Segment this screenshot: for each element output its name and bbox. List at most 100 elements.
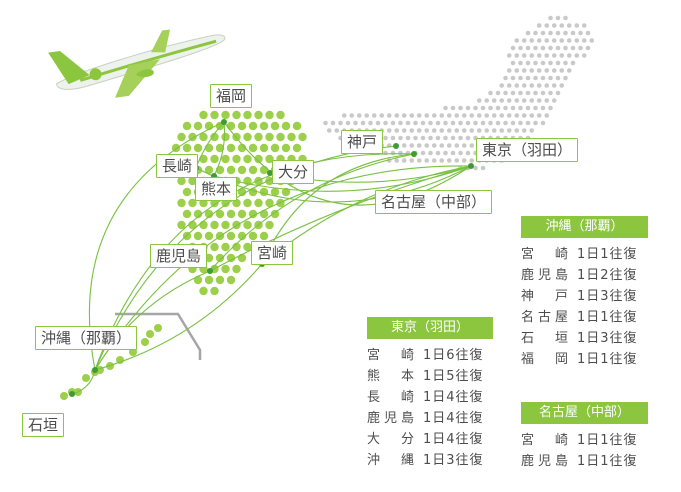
honshu-dot-pattern: [323, 15, 595, 171]
map-dot: [287, 132, 296, 142]
route-city: 名古屋: [521, 310, 569, 325]
map-dot: [210, 220, 219, 230]
route-frequency: 1日4往復: [423, 432, 484, 447]
route-frequency: 1日2往復: [577, 268, 638, 283]
map-dot: [465, 135, 471, 141]
map-dot: [484, 128, 490, 133]
map-dot: [566, 53, 572, 58]
airport-label-okinawa: 沖縄（那覇）: [35, 326, 138, 350]
route-frequency: 1日3往復: [423, 453, 484, 468]
map-dot: [330, 120, 336, 126]
map-dot: [454, 158, 460, 163]
map-dot: [559, 83, 565, 88]
map-dot: [544, 23, 550, 28]
map-dot: [116, 356, 124, 364]
route-city: 宮崎: [367, 348, 415, 363]
airplane-winglet: [151, 29, 171, 53]
map-dot: [518, 90, 523, 96]
map-dot: [465, 120, 471, 126]
map-dot: [536, 113, 542, 118]
route-line-tokyo-okinawa: [94, 165, 472, 371]
route-frequency: 1日3往復: [577, 289, 638, 304]
map-dot: [551, 38, 557, 43]
map-dot: [232, 242, 241, 252]
map-dot: [413, 135, 418, 141]
map-dot: [563, 30, 568, 36]
map-dot: [495, 90, 501, 96]
airport-label-fukuoka: 福岡: [210, 84, 253, 108]
map-dot: [533, 45, 538, 51]
map-dot: [458, 150, 463, 156]
map-dot: [379, 113, 385, 118]
map-dot: [265, 132, 274, 142]
map-dot: [154, 324, 162, 332]
map-dot: [559, 68, 565, 73]
map-dot: [243, 132, 252, 142]
map-dot: [551, 23, 557, 28]
map-dot: [424, 128, 430, 133]
map-dot: [182, 209, 192, 219]
map-dot: [499, 83, 505, 88]
route-line-kumamoto-fukuoka: [213, 121, 226, 177]
map-dot: [510, 75, 516, 81]
route-frequency: 1日1往復: [577, 454, 638, 469]
map-dot: [446, 113, 452, 118]
map-dot: [401, 128, 407, 133]
map-dot: [210, 154, 219, 164]
map-dot: [390, 120, 396, 126]
inset-border-line: [115, 312, 202, 360]
map-dot: [454, 128, 460, 133]
map-dot: [360, 120, 366, 126]
map-dot: [248, 231, 258, 241]
map-dot: [514, 113, 520, 118]
map-dot: [551, 98, 557, 103]
airport-label-nagasaki: 長崎: [156, 154, 199, 178]
map-dot: [237, 209, 247, 219]
map-dot: [570, 45, 576, 51]
map-dot: [581, 53, 587, 58]
map-dot: [193, 275, 203, 285]
map-dot: [259, 187, 269, 197]
airport-marker-nagoya: [411, 151, 417, 157]
map-dot: [548, 30, 553, 36]
map-dot: [559, 38, 565, 43]
map-dot: [525, 75, 531, 81]
map-dot: [409, 128, 415, 133]
map-dot: [193, 121, 203, 131]
map-dot: [398, 120, 403, 126]
map-dot: [458, 120, 463, 126]
airport-marker-oita: [267, 170, 273, 176]
map-dot: [243, 110, 252, 120]
map-dot: [469, 113, 475, 118]
map-dot: [469, 128, 475, 133]
map-dot: [536, 83, 542, 88]
map-dot: [431, 158, 437, 163]
map-dot: [578, 45, 583, 51]
map-dot: [439, 158, 445, 163]
map-dot: [338, 120, 343, 126]
map-dot: [450, 120, 456, 126]
map-dot: [555, 60, 561, 66]
map-dot: [270, 209, 280, 219]
map-dot: [248, 121, 258, 131]
airport-marker-tokyo: [468, 163, 474, 169]
map-dot: [491, 113, 497, 118]
route-line-tokyo-kagoshima: [209, 165, 472, 272]
map-dot: [383, 150, 388, 156]
map-dot: [446, 158, 452, 163]
map-dot: [398, 150, 403, 156]
airplane-illustration: [48, 29, 226, 98]
map-dot: [581, 23, 587, 28]
map-dot: [521, 53, 527, 58]
map-dot: [476, 98, 482, 103]
map-dot: [473, 165, 478, 171]
map-dot: [503, 90, 508, 96]
map-dot: [574, 23, 580, 28]
map-dot: [204, 165, 214, 175]
map-dot: [544, 113, 550, 118]
okinawa-dot-pattern: [60, 324, 162, 400]
map-dot: [248, 165, 258, 175]
route-frequency: 1日1往復: [577, 352, 638, 367]
map-dot: [514, 53, 520, 58]
